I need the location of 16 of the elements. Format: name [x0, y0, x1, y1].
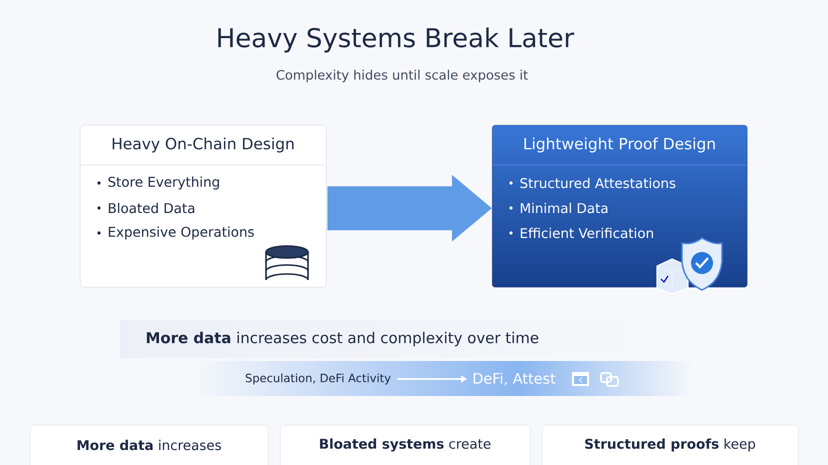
bullet-item: Structured Attestations — [509, 178, 676, 188]
card-text: Structured proofs keep — [585, 438, 756, 452]
bullet-item: Minimal Data — [509, 202, 608, 214]
bullet-item: Expensive Operations — [97, 226, 254, 240]
bullet-item: Efficient Verification — [509, 228, 653, 238]
card-text: More data increases — [78, 440, 221, 450]
banner-text: More data increases cost and complexity over time — [146, 332, 538, 346]
title: Heavy Systems Break Later — [218, 27, 574, 53]
subtitle: Complexity hides until scale exposes it — [276, 70, 528, 82]
flow-text: DeFi, Attest — [474, 372, 556, 386]
flow-text: Speculation, DeFi Activity — [246, 373, 391, 385]
card-text: Bloated systems create — [320, 438, 490, 452]
bullet-item: Store Everything — [97, 176, 219, 190]
card-title: Lightweight Proof Design — [524, 138, 715, 152]
card-title: Heavy On-Chain Design — [112, 138, 294, 152]
bullet-item: Bloated Data — [97, 202, 194, 214]
